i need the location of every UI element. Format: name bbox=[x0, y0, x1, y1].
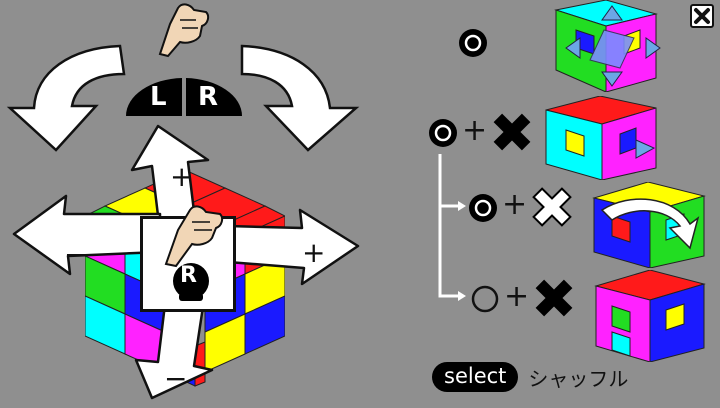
lr-shoulder-buttons[interactable]: L R bbox=[126, 78, 242, 116]
mini-cube-rotate bbox=[592, 182, 706, 268]
close-icon bbox=[694, 8, 710, 24]
pointing-hand-icon bbox=[158, 3, 210, 58]
dpad-icon bbox=[535, 279, 573, 317]
curved-arrow-right bbox=[240, 44, 360, 152]
combo-connector bbox=[438, 154, 466, 301]
r-button-circle-label: R bbox=[180, 263, 197, 288]
combo-plus-1: + bbox=[462, 113, 488, 148]
combo-plus-2: + bbox=[502, 187, 528, 222]
mini-cube-select bbox=[554, 0, 661, 92]
arrow-right-plus bbox=[226, 208, 360, 286]
circle-button-icon bbox=[429, 119, 457, 147]
circle-outline-icon bbox=[471, 285, 499, 313]
circle-button-icon bbox=[469, 194, 497, 222]
rotation-plus-right: + bbox=[302, 236, 326, 269]
dpad-icon bbox=[493, 113, 531, 151]
rotation-minus-left: − bbox=[64, 238, 88, 271]
rotation-arrows-overlay bbox=[6, 44, 360, 400]
close-button[interactable] bbox=[690, 4, 714, 28]
shuffle-hint: select シャッフル bbox=[432, 362, 628, 392]
rotation-minus-bottom: − bbox=[164, 362, 188, 395]
combo-plus-3: + bbox=[504, 279, 530, 314]
rotation-plus-top: + bbox=[170, 160, 194, 193]
curved-arrow-left bbox=[6, 44, 126, 152]
pointing-hand-r-icon bbox=[164, 205, 224, 268]
mini-cube-layer bbox=[594, 270, 706, 362]
shuffle-label: シャッフル bbox=[528, 366, 629, 391]
r-button-label: R bbox=[198, 82, 219, 112]
l-button-label: L bbox=[150, 82, 167, 112]
mini-cube-move bbox=[545, 96, 657, 180]
circle-button-icon bbox=[459, 29, 487, 57]
select-button-badge[interactable]: select bbox=[432, 362, 519, 392]
dpad-outline-icon bbox=[532, 187, 572, 227]
